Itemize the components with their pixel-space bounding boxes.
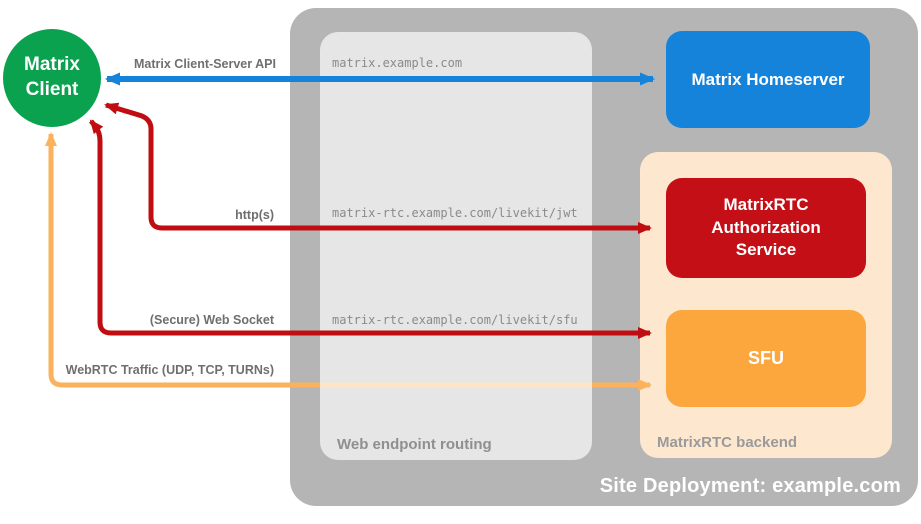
endpoint-matrix: matrix.example.com [332, 56, 463, 70]
auth-service-label: MatrixRTC Authorization Service [711, 194, 821, 260]
client-server-api-label: Matrix Client-Server API [134, 57, 276, 71]
site-deployment-title: Site Deployment: example.com [599, 475, 901, 497]
webrtc-traffic-path [45, 132, 652, 391]
https-path [104, 102, 652, 234]
matrix-client-label-line2: Client [25, 79, 79, 100]
matrix-client-label-line1: Matrix [24, 54, 80, 76]
webrtc-traffic-label: WebRTC Traffic (UDP, TCP, TURNs) [65, 363, 274, 377]
sfu-node: SFU [666, 310, 866, 407]
secure-web-socket-label: (Secure) Web Socket [149, 313, 274, 327]
matrix-homeserver-label: Matrix Homeserver [691, 69, 845, 89]
secure-web-socket-path [89, 119, 652, 339]
matrixrtc-backend-label: MatrixRTC backend [657, 434, 798, 451]
matrix-homeserver-node: Matrix Homeserver [666, 31, 870, 128]
web-endpoint-routing-label: Web endpoint routing [337, 436, 492, 453]
https-label: http(s) [235, 208, 274, 222]
sfu-label: SFU [748, 348, 784, 368]
matrixrtc-authorization-service-node: MatrixRTC Authorization Service [666, 178, 866, 278]
matrix-client-node: Matrix Client [3, 29, 101, 127]
